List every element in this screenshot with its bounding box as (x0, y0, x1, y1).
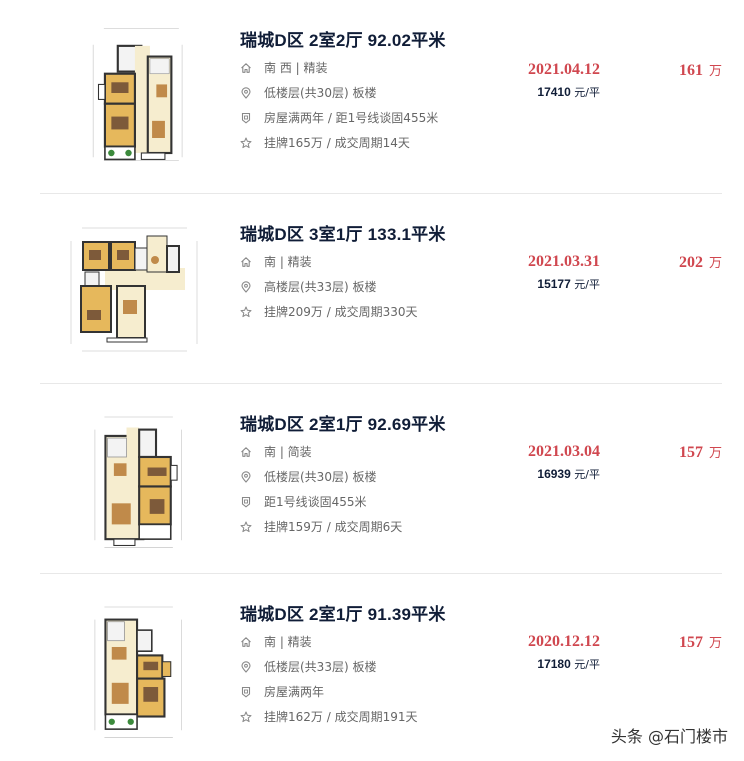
position-info-text: 低楼层(共33层) 板楼 (264, 660, 377, 674)
position-info-row: 低楼层(共30层) 板楼 (240, 80, 510, 105)
location-pin-icon (240, 280, 252, 293)
unit-price-suffix: 元/平 (574, 468, 600, 481)
house-info-row: 南 西 | 精装 (240, 55, 510, 80)
floor-plan-drawing (92, 28, 183, 161)
deal-date: 2021.03.31 (528, 253, 600, 270)
deal-cycle-row: 挂牌162万 / 成交周期191天 (240, 704, 510, 729)
shield-icon (240, 112, 252, 124)
house-icon (240, 636, 252, 648)
total-price-value: 161 (678, 62, 703, 79)
deal-info: 2020.12.12 17180 元/平 (510, 632, 600, 672)
deal-cycle-row: 挂牌209万 / 成交周期330天 (240, 299, 510, 324)
house-info-text: 南 | 简装 (264, 445, 312, 459)
listing-info: 瑞城D区 2室1厅 91.39平米 南 | 精装 低楼层(共33层) 板楼 房屋… (240, 604, 510, 729)
unit-price-value: 17180 (537, 657, 571, 671)
deal-info: 2021.03.31 15177 元/平 (510, 252, 600, 292)
unit-price-suffix: 元/平 (574, 658, 600, 671)
unit-price: 17410 元/平 (510, 84, 600, 100)
deal-cycle-text: 挂牌209万 / 成交周期330天 (264, 305, 418, 319)
total-price-unit: 万 (708, 256, 722, 271)
deal-date: 2021.03.04 (528, 443, 600, 460)
sold-listing-list: 瑞城D区 2室2厅 92.02平米 南 西 | 精装 低楼层(共30层) 板楼 … (40, 0, 722, 761)
total-price-value: 202 (678, 254, 703, 271)
star-icon (240, 711, 252, 723)
position-info-row: 高楼层(共33层) 板楼 (240, 274, 510, 299)
deal-date: 2021.04.12 (528, 61, 600, 78)
total-price: 161 万 (640, 60, 722, 80)
shield-icon (240, 686, 252, 698)
house-info-text: 南 西 | 精装 (264, 61, 328, 75)
shield-icon (240, 496, 252, 508)
location-pin-icon (240, 86, 252, 99)
floor-plan-image[interactable] (62, 216, 212, 356)
listing-title[interactable]: 瑞城D区 2室2厅 92.02平米 (240, 31, 446, 50)
deal-info: 2021.04.12 17410 元/平 (510, 60, 600, 100)
house-info-text: 南 | 精装 (264, 635, 312, 649)
total-price-value: 157 (678, 634, 703, 651)
position-info-text: 低楼层(共30层) 板楼 (264, 86, 377, 100)
listing-info: 瑞城D区 3室1厅 133.1平米 南 | 精装 高楼层(共33层) 板楼 挂牌… (240, 224, 510, 324)
star-icon (240, 306, 252, 318)
floor-plan-drawing (94, 606, 182, 738)
unit-price-value: 16939 (537, 467, 571, 481)
listing-item[interactable]: 瑞城D区 2室1厅 91.39平米 南 | 精装 低楼层(共33层) 板楼 房屋… (40, 574, 722, 761)
deal-cycle-row: 挂牌165万 / 成交周期14天 (240, 130, 510, 155)
floor-plan-image[interactable] (66, 18, 206, 168)
house-info-row: 南 | 简装 (240, 439, 510, 464)
house-icon (240, 62, 252, 74)
floor-plan-drawing (70, 227, 198, 352)
listing-title[interactable]: 瑞城D区 2室1厅 92.69平米 (240, 415, 446, 434)
floor-plan-drawing (94, 416, 182, 548)
total-price: 202 万 (640, 252, 722, 272)
deal-house-info-text: 房屋满两年 (264, 685, 325, 699)
house-info-row: 南 | 精装 (240, 629, 510, 654)
deal-cycle-text: 挂牌159万 / 成交周期6天 (264, 520, 403, 534)
listing-item[interactable]: 瑞城D区 3室1厅 133.1平米 南 | 精装 高楼层(共33层) 板楼 挂牌… (40, 194, 722, 384)
watermark: 头条 @石门楼市 (610, 727, 728, 746)
listing-info: 瑞城D区 2室2厅 92.02平米 南 西 | 精装 低楼层(共30层) 板楼 … (240, 30, 510, 155)
deal-cycle-row: 挂牌159万 / 成交周期6天 (240, 514, 510, 539)
location-pin-icon (240, 470, 252, 483)
deal-date: 2020.12.12 (528, 633, 600, 650)
location-pin-icon (240, 660, 252, 673)
listing-item[interactable]: 瑞城D区 2室2厅 92.02平米 南 西 | 精装 低楼层(共30层) 板楼 … (40, 0, 722, 194)
unit-price-suffix: 元/平 (574, 278, 600, 291)
position-info-text: 高楼层(共33层) 板楼 (264, 280, 377, 294)
unit-price: 16939 元/平 (510, 466, 600, 482)
listing-title[interactable]: 瑞城D区 3室1厅 133.1平米 (240, 225, 446, 244)
deal-house-info-text: 距1号线谈固455米 (264, 495, 367, 509)
star-icon (240, 137, 252, 149)
position-info-text: 低楼层(共30层) 板楼 (264, 470, 377, 484)
deal-house-info-row: 房屋满两年 / 距1号线谈固455米 (240, 105, 510, 130)
unit-price: 15177 元/平 (510, 276, 600, 292)
total-price-unit: 万 (708, 446, 722, 461)
house-icon (240, 446, 252, 458)
house-info-text: 南 | 精装 (264, 255, 312, 269)
deal-house-info-row: 房屋满两年 (240, 679, 510, 704)
unit-price-suffix: 元/平 (574, 86, 600, 99)
deal-house-info-row: 距1号线谈固455米 (240, 489, 510, 514)
floor-plan-image[interactable] (66, 588, 206, 746)
listing-title[interactable]: 瑞城D区 2室1厅 91.39平米 (240, 605, 446, 624)
unit-price: 17180 元/平 (510, 656, 600, 672)
floor-plan-image[interactable] (66, 398, 206, 556)
total-price-unit: 万 (708, 636, 722, 651)
deal-house-info-text: 房屋满两年 / 距1号线谈固455米 (264, 111, 439, 125)
unit-price-value: 15177 (537, 277, 571, 291)
house-icon (240, 256, 252, 268)
deal-info: 2021.03.04 16939 元/平 (510, 442, 600, 482)
deal-cycle-text: 挂牌162万 / 成交周期191天 (264, 710, 418, 724)
total-price: 157 万 (640, 632, 722, 652)
unit-price-value: 17410 (537, 85, 571, 99)
listing-item[interactable]: 瑞城D区 2室1厅 92.69平米 南 | 简装 低楼层(共30层) 板楼 距1… (40, 384, 722, 574)
total-price-unit: 万 (708, 64, 722, 79)
house-info-row: 南 | 精装 (240, 249, 510, 274)
listing-info: 瑞城D区 2室1厅 92.69平米 南 | 简装 低楼层(共30层) 板楼 距1… (240, 414, 510, 539)
total-price-value: 157 (678, 444, 703, 461)
star-icon (240, 521, 252, 533)
deal-cycle-text: 挂牌165万 / 成交周期14天 (264, 136, 410, 150)
position-info-row: 低楼层(共33层) 板楼 (240, 654, 510, 679)
position-info-row: 低楼层(共30层) 板楼 (240, 464, 510, 489)
total-price: 157 万 (640, 442, 722, 462)
